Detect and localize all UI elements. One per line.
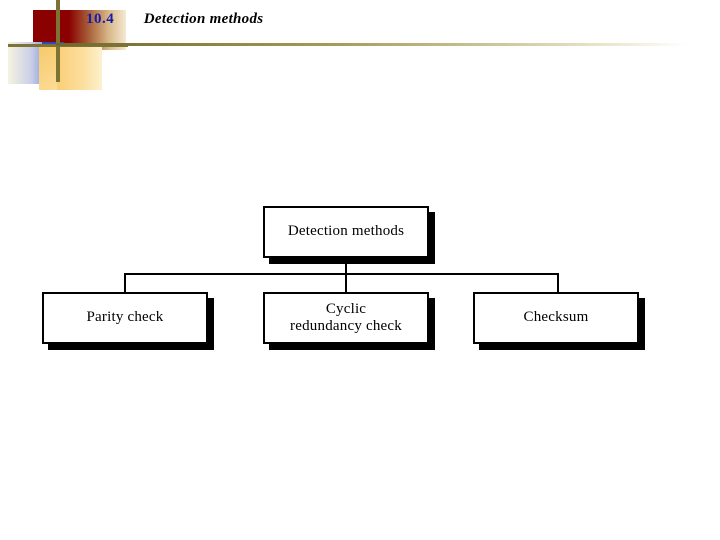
chart-node-cyclic-redundancy-check-label: Cyclic redundancy check: [290, 301, 402, 336]
chart-node-cyclic-redundancy-check: Cyclic redundancy check: [263, 292, 429, 344]
connector-horizontal-bus: [124, 273, 559, 275]
header-divider-rule: [56, 43, 688, 46]
chart-node-parity-check: Parity check: [42, 292, 208, 344]
chart-node-line-2: redundancy check: [290, 318, 402, 334]
chart-node-line-1: Cyclic: [325, 300, 367, 317]
chart-node-parity-check-label: Parity check: [86, 309, 164, 326]
connector-drop-cyclic-redundancy-check: [345, 273, 347, 293]
page-title: 10.4 Detection methods: [86, 11, 263, 28]
chart-node-checksum-label: Checksum: [523, 309, 589, 326]
section-number: 10.4: [86, 11, 115, 27]
chart-node-checksum: Checksum: [473, 292, 639, 344]
section-title: Detection methods: [143, 11, 264, 27]
decoration-crosshair-vertical: [56, 0, 60, 82]
connector-drop-checksum: [557, 273, 559, 293]
chart-node-root: Detection methods: [263, 206, 429, 258]
connector-root-stem: [345, 258, 347, 275]
decoration-orange-square-right: [57, 47, 102, 90]
chart-node-root-label: Detection methods: [287, 223, 405, 240]
connector-drop-parity-check: [124, 273, 126, 293]
